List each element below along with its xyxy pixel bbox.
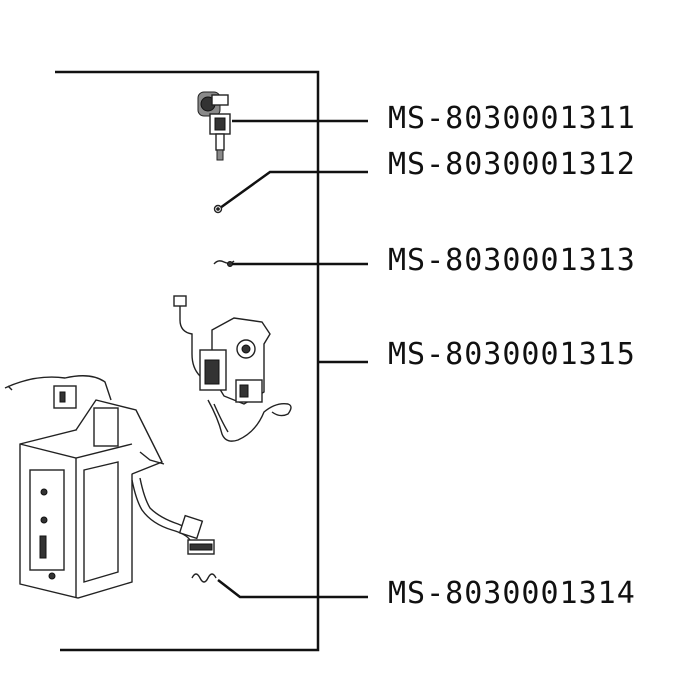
boiler-assembly-icon (4, 375, 215, 599)
clip-icon (213, 260, 235, 267)
spring-clip-icon (191, 573, 217, 583)
leader-line-1314 (217, 579, 368, 599)
part-number-1315: MS-8030001315 (388, 337, 636, 372)
leader-lines (217, 119, 368, 599)
part-number-1314: MS-8030001314 (388, 576, 636, 611)
part-number-1311: MS-8030001311 (388, 101, 636, 136)
part-number-1313: MS-8030001313 (388, 243, 636, 278)
pump-assembly-icon (173, 295, 292, 442)
valve-assembly-icon (197, 91, 231, 161)
part-number-1312: MS-8030001312 (388, 147, 636, 182)
screw-icon (213, 204, 223, 214)
leader-line-1312 (219, 170, 368, 210)
